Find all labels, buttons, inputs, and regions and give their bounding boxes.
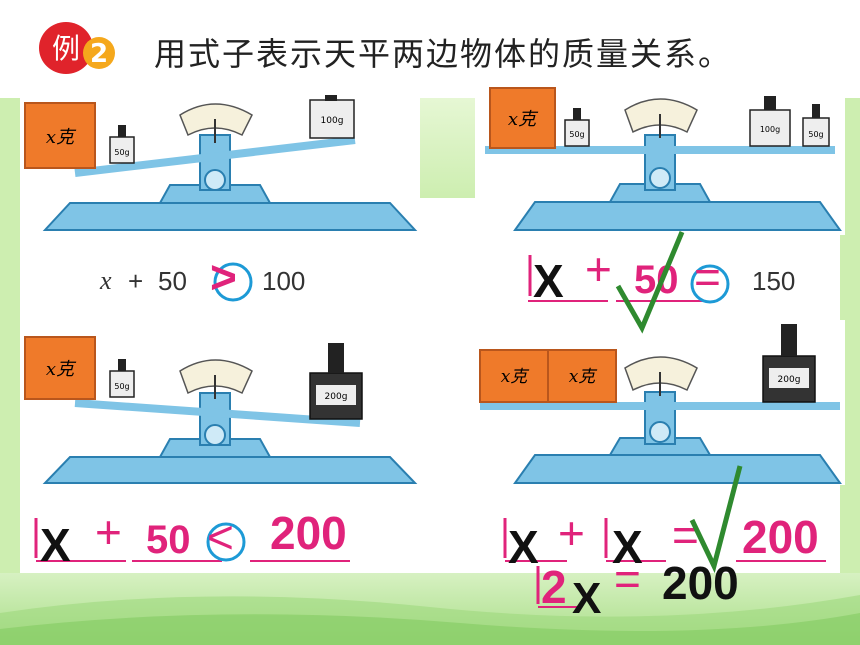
written-gt-sign: > — [210, 251, 237, 303]
printed-100: 100 — [262, 266, 306, 296]
written-x: X — [533, 255, 564, 307]
badge-number: 2 — [90, 39, 108, 69]
written-x: X — [572, 574, 602, 623]
grass-decoration — [0, 595, 860, 645]
svg-text:x克: x克 — [569, 367, 599, 387]
written-plus: + — [585, 243, 612, 295]
written-equals: = — [614, 553, 641, 605]
blank-circle — [206, 522, 246, 562]
written-equals: = — [694, 251, 721, 303]
svg-text:x克: x克 — [501, 367, 531, 387]
svg-text:x克: x克 — [508, 109, 539, 130]
written-coefficient-2: 2 — [541, 561, 567, 613]
written-plus: + — [95, 506, 122, 558]
blank-circle — [690, 264, 730, 304]
written-200: 200 — [662, 557, 739, 609]
written-x: X — [40, 519, 71, 571]
svg-text:x克: x克 — [46, 359, 77, 380]
weight-50g — [109, 136, 135, 164]
svg-text:50g: 50g — [114, 148, 129, 157]
check-mark-icon — [689, 465, 743, 574]
printed-plus: + — [128, 266, 144, 296]
svg-text:50g: 50g — [808, 130, 823, 139]
svg-text:x克: x克 — [46, 127, 77, 148]
page-title: 用式子表示天平两边物体的质量关系。 — [154, 35, 733, 73]
background-band-right — [840, 98, 860, 578]
svg-text:200g: 200g — [325, 392, 348, 402]
written-x-1: X — [508, 521, 539, 573]
written-50: 50 — [146, 518, 191, 562]
svg-text:100g: 100g — [760, 125, 780, 134]
scale-1: x克 50g 100g — [20, 95, 420, 235]
scale-2: x克 50g 100g 50g — [475, 80, 845, 235]
svg-text:100g: 100g — [321, 116, 344, 126]
written-200: 200 — [270, 507, 347, 559]
background-band-left — [0, 98, 20, 578]
printed-50: 50 — [158, 266, 187, 296]
svg-text:200g: 200g — [778, 375, 801, 385]
badge-char: 例 — [52, 32, 80, 65]
background-band-bottom — [0, 573, 860, 645]
written-200: 200 — [742, 511, 819, 563]
example-badge: 例 2 — [39, 22, 115, 74]
written-equals: = — [672, 509, 699, 561]
svg-text:50g: 50g — [114, 382, 129, 391]
x-block — [24, 102, 96, 169]
written-lt-sign: < — [207, 511, 234, 563]
svg-text:50g: 50g — [569, 130, 584, 139]
written-plus: + — [558, 507, 585, 559]
scale-4: x克 x克 200g — [475, 320, 845, 485]
printed-x: x — [100, 266, 112, 295]
blank-circle — [213, 262, 253, 302]
check-mark-icon — [615, 231, 685, 334]
weight-100g — [309, 99, 355, 139]
printed-150: 150 — [752, 266, 796, 296]
scale-3: x克 50g 200g — [20, 335, 420, 485]
written-x-2: X — [612, 521, 643, 573]
